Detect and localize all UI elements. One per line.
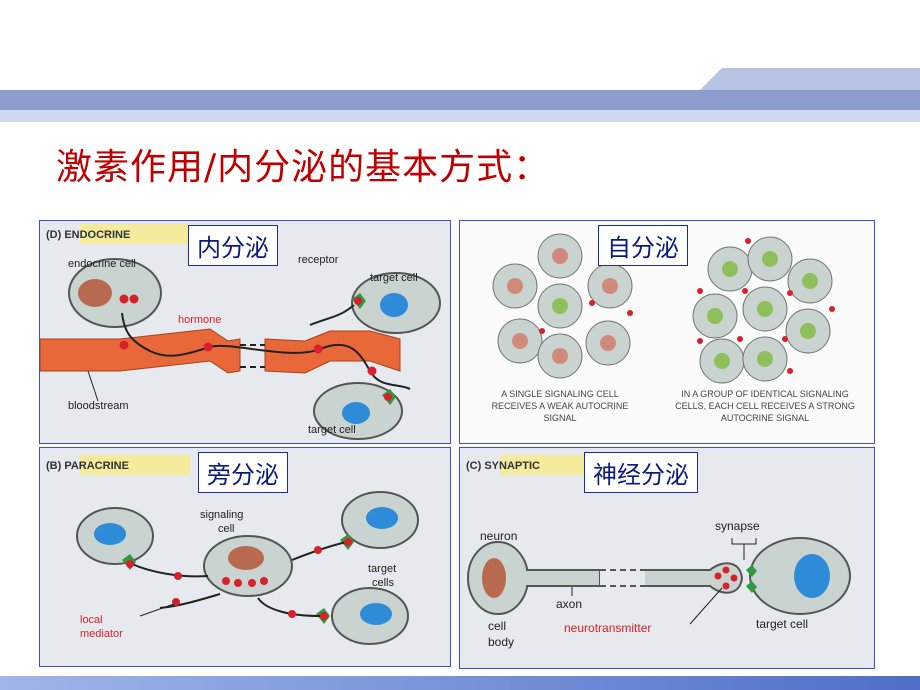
target-cells-label-1: target <box>368 563 396 575</box>
synaptic-tag: 神经分泌 <box>584 452 698 493</box>
axon-label: axon <box>556 597 582 611</box>
cell-body-label-2: body <box>488 635 514 649</box>
local-mediator-label-1: local <box>80 614 103 626</box>
group-signaling-group <box>692 236 835 384</box>
endocrine-panel: (D) ENDOCRINE endocrine cell hormone blo… <box>39 220 451 444</box>
paracrine-header: (B) PARACRINE <box>46 460 129 472</box>
autocrine-panel: A SINGLE SIGNALING CELL RECEIVES A WEAK … <box>459 220 875 444</box>
paracrine-tag: 旁分泌 <box>198 452 288 493</box>
autocrine-caption-right-3: AUTOCRINE SIGNAL <box>721 413 809 423</box>
local-mediator-label-2: mediator <box>80 628 123 640</box>
paracrine-panel: (B) PARACRINE signaling cell target cell… <box>39 447 451 667</box>
target-cell-label: target cell <box>756 617 808 631</box>
synaptic-header: (C) SYNAPTIC <box>466 460 540 472</box>
bottom-footer-band <box>0 676 920 690</box>
signaling-cell-label-1: signaling <box>200 509 243 521</box>
target-cell-bottom-label: target cell <box>308 424 356 436</box>
single-signaling-group <box>492 233 633 379</box>
synapse-label: synapse <box>715 519 760 533</box>
bloodstream-label: bloodstream <box>68 400 129 412</box>
signaling-cell-label-2: cell <box>218 523 235 535</box>
autocrine-caption-left-2: RECEIVES A WEAK AUTOCRINE <box>492 401 629 411</box>
hormone-label: hormone <box>178 314 221 326</box>
autocrine-caption-left-1: A SINGLE SIGNALING CELL <box>501 389 619 399</box>
neuron-label: neuron <box>480 529 517 543</box>
neurotransmitter-label: neurotransmitter <box>564 621 651 635</box>
endocrine-tag: 内分泌 <box>188 225 278 266</box>
endocrine-header: (D) ENDOCRINE <box>46 229 130 241</box>
cell-body-label-1: cell <box>488 619 506 633</box>
autocrine-caption-left-3: SIGNAL <box>543 413 576 423</box>
autocrine-caption-right-1: IN A GROUP OF IDENTICAL SIGNALING <box>681 389 849 399</box>
target-cells-label-2: cells <box>372 577 395 589</box>
target-cell-top-label: target cell <box>370 272 418 284</box>
endocrine-cell-label: endocrine cell <box>68 258 136 270</box>
receptor-label: receptor <box>298 254 339 266</box>
top-header-band <box>0 68 920 122</box>
page-title: 激素作用/内分泌的基本方式： <box>56 147 551 188</box>
synaptic-panel: (C) SYNAPTIC neuron synapse axon cell bo… <box>459 447 875 669</box>
autocrine-caption-right-2: CELLS, EACH CELL RECEIVES A STRONG <box>675 401 855 411</box>
autocrine-tag: 自分泌 <box>598 225 688 266</box>
